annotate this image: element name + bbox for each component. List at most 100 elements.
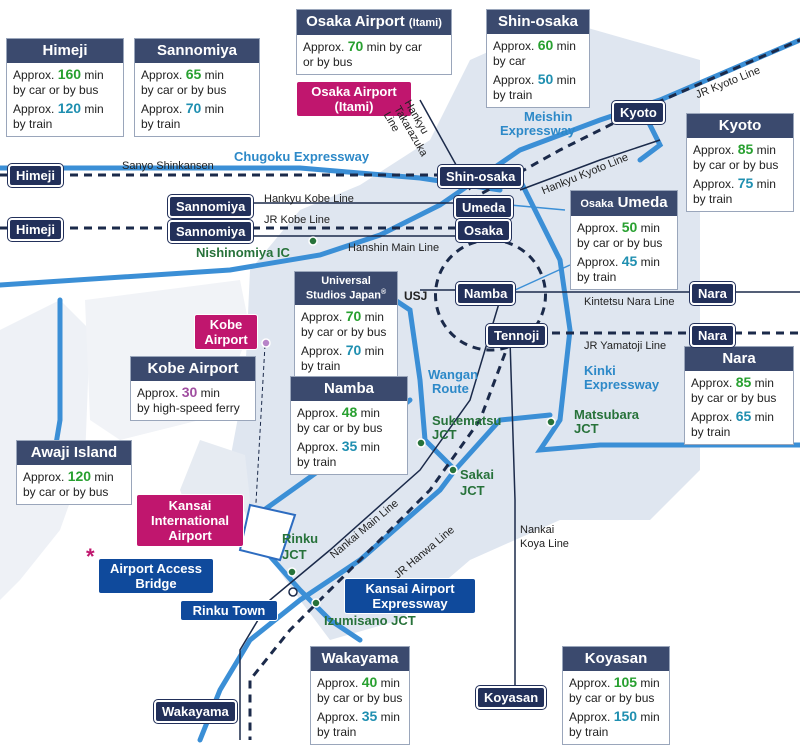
- umeda-car-minutes: 50: [621, 219, 638, 235]
- kix-label-2: International: [150, 513, 229, 528]
- kobe-airport-ferry-unit: min: [197, 386, 220, 400]
- himeji-train-unit: min: [81, 102, 104, 116]
- hankyu-kobe-line-label: Hankyu Kobe Line: [264, 193, 354, 205]
- rinku-jct-dot: [287, 567, 297, 577]
- nankai-main-line: [239, 299, 501, 740]
- itami-box-title: Osaka Airport (Itami): [297, 10, 451, 35]
- namba-train-minutes: 35: [341, 438, 358, 454]
- nankai-koya-line: [509, 339, 516, 690]
- wakayama-train-unit: min: [377, 710, 400, 724]
- koyasan-car-minutes: 105: [613, 674, 638, 690]
- usj-car-minutes: 70: [345, 307, 362, 324]
- station-himeji-2: Himeji: [8, 218, 64, 241]
- nankai-koya-line-label-1: Nankai: [520, 524, 555, 536]
- usj-car-unit: min: [361, 309, 384, 324]
- koyasan-train-prefix: Approx.: [569, 710, 611, 724]
- koyasan-train-minutes: 150: [613, 708, 638, 724]
- namba-train-mode: by train: [297, 455, 337, 469]
- matsubara-jct-label-1: Matsubara: [574, 407, 640, 422]
- awaji-car-unit: min: [91, 470, 114, 484]
- jr-hanwa-line: [248, 339, 512, 740]
- wakayama-train-prefix: Approx.: [317, 710, 359, 724]
- kyoto-train-unit: min: [753, 177, 776, 191]
- rinku-jct-label-2: JCT: [282, 547, 307, 562]
- izumisano-jct-label: Izumisano JCT: [324, 613, 416, 628]
- kae-label-2: Expressway: [372, 596, 448, 611]
- station-osaka: Osaka: [456, 219, 512, 242]
- meishin-expressway-label-1: Meishin: [524, 109, 573, 124]
- bridge-label-1: Airport Access: [110, 561, 202, 576]
- nara-box-title: Nara: [685, 347, 793, 371]
- nishinomiya-ic-dot: [308, 236, 318, 246]
- itami-info-box: Osaka Airport (Itami) Approx. 70 min by …: [296, 9, 452, 75]
- usj-label: USJ: [404, 289, 428, 303]
- usj-car-prefix: Approx.: [301, 309, 343, 324]
- itami-box-title-small: (Itami): [408, 17, 442, 29]
- station-himeji-1: Himeji: [8, 164, 64, 187]
- koyasan-car-mode: by car or by bus: [569, 691, 655, 705]
- wakayama-car-prefix: Approx.: [317, 676, 359, 690]
- station-nara-2: Nara: [690, 324, 735, 347]
- namba-connector: [514, 264, 571, 291]
- itami-airport-label-2: (Itami): [334, 99, 374, 114]
- wakayama-car-minutes: 40: [361, 674, 378, 690]
- shinosaka-box-title: Shin-osaka: [487, 10, 589, 34]
- shinosaka-car-mode: by car: [493, 54, 526, 68]
- kobe-airport-ferry-prefix: Approx.: [137, 386, 179, 400]
- kobe-airport-ferry-mode: by high-speed ferry: [137, 401, 240, 415]
- koyasan-train-mode: by train: [569, 725, 609, 739]
- kinki-expressway-label-1: Kinki: [584, 363, 616, 378]
- hankyu-kyoto-line: [519, 139, 661, 191]
- umeda-train-minutes: 45: [621, 253, 638, 269]
- jr-kyoto-line: [469, 38, 800, 202]
- wakayama-box-title: Wakayama: [311, 647, 409, 671]
- station-wakayama: Wakayama: [154, 700, 237, 723]
- urban-area: [230, 20, 700, 640]
- himeji-box-title: Himeji: [7, 39, 123, 63]
- shinosaka-train-mode: by train: [493, 88, 533, 102]
- station-umeda: Umeda: [454, 196, 514, 219]
- sannomiya-train-minutes: 70: [185, 100, 202, 116]
- namba-box-title: Namba: [291, 377, 407, 401]
- umeda-car-mode: by car or by bus: [577, 236, 663, 250]
- wakayama-car-mode: by car or by bus: [317, 691, 403, 705]
- namba-train-unit: min: [357, 440, 380, 454]
- shinosaka-car-prefix: Approx.: [493, 39, 535, 53]
- nara-car-prefix: Approx.: [691, 376, 733, 390]
- himeji-car-mode: by car or by bus: [13, 83, 99, 97]
- wakayama-train-mode: by train: [317, 725, 357, 739]
- kinki-expressway-label-2: Expressway: [584, 377, 660, 392]
- usj-train-minutes: 70: [345, 341, 362, 358]
- shinosaka-train-minutes: 50: [537, 71, 554, 87]
- sannomiya-train-unit: min: [201, 102, 224, 116]
- kobe-airport-ferry-minutes: 30: [181, 384, 198, 400]
- matsubara-jct-dot: [546, 417, 556, 427]
- meishin-expressway-label-2: Expressway: [500, 123, 576, 138]
- sannomiya-car-unit: min: [201, 68, 224, 82]
- itami-car-minutes: 70: [347, 38, 364, 54]
- kix-label-1: Kansai: [168, 498, 212, 513]
- usj-train-prefix: Approx.: [301, 343, 343, 358]
- nishinomiya-ic-label: Nishinomiya IC: [196, 245, 290, 260]
- usj-car-mode: by car or by bus: [301, 324, 387, 339]
- umeda-connector: [509, 204, 566, 211]
- nara-train-unit: min: [751, 410, 774, 424]
- itami-car-mode: or by bus: [303, 55, 353, 69]
- sannomiya-train-mode: by train: [141, 117, 181, 131]
- rinku-town-dot: [288, 587, 298, 597]
- kobe-airport-label-2: Airport: [204, 332, 248, 347]
- umeda-train-unit: min: [637, 255, 660, 269]
- sukematsu-jct-label-2: JCT: [432, 427, 457, 442]
- shinosaka-train-unit: min: [553, 73, 576, 87]
- himeji-train-minutes: 120: [57, 100, 82, 116]
- jr-yamatoji-line-label: JR Yamatoji Line: [584, 340, 667, 352]
- nara-train-mode: by train: [691, 425, 731, 439]
- itami-airport-label: Osaka Airport(Itami): [296, 81, 412, 117]
- nara-car-mode: by car or by bus: [691, 391, 777, 405]
- nara-train-prefix: Approx.: [691, 410, 733, 424]
